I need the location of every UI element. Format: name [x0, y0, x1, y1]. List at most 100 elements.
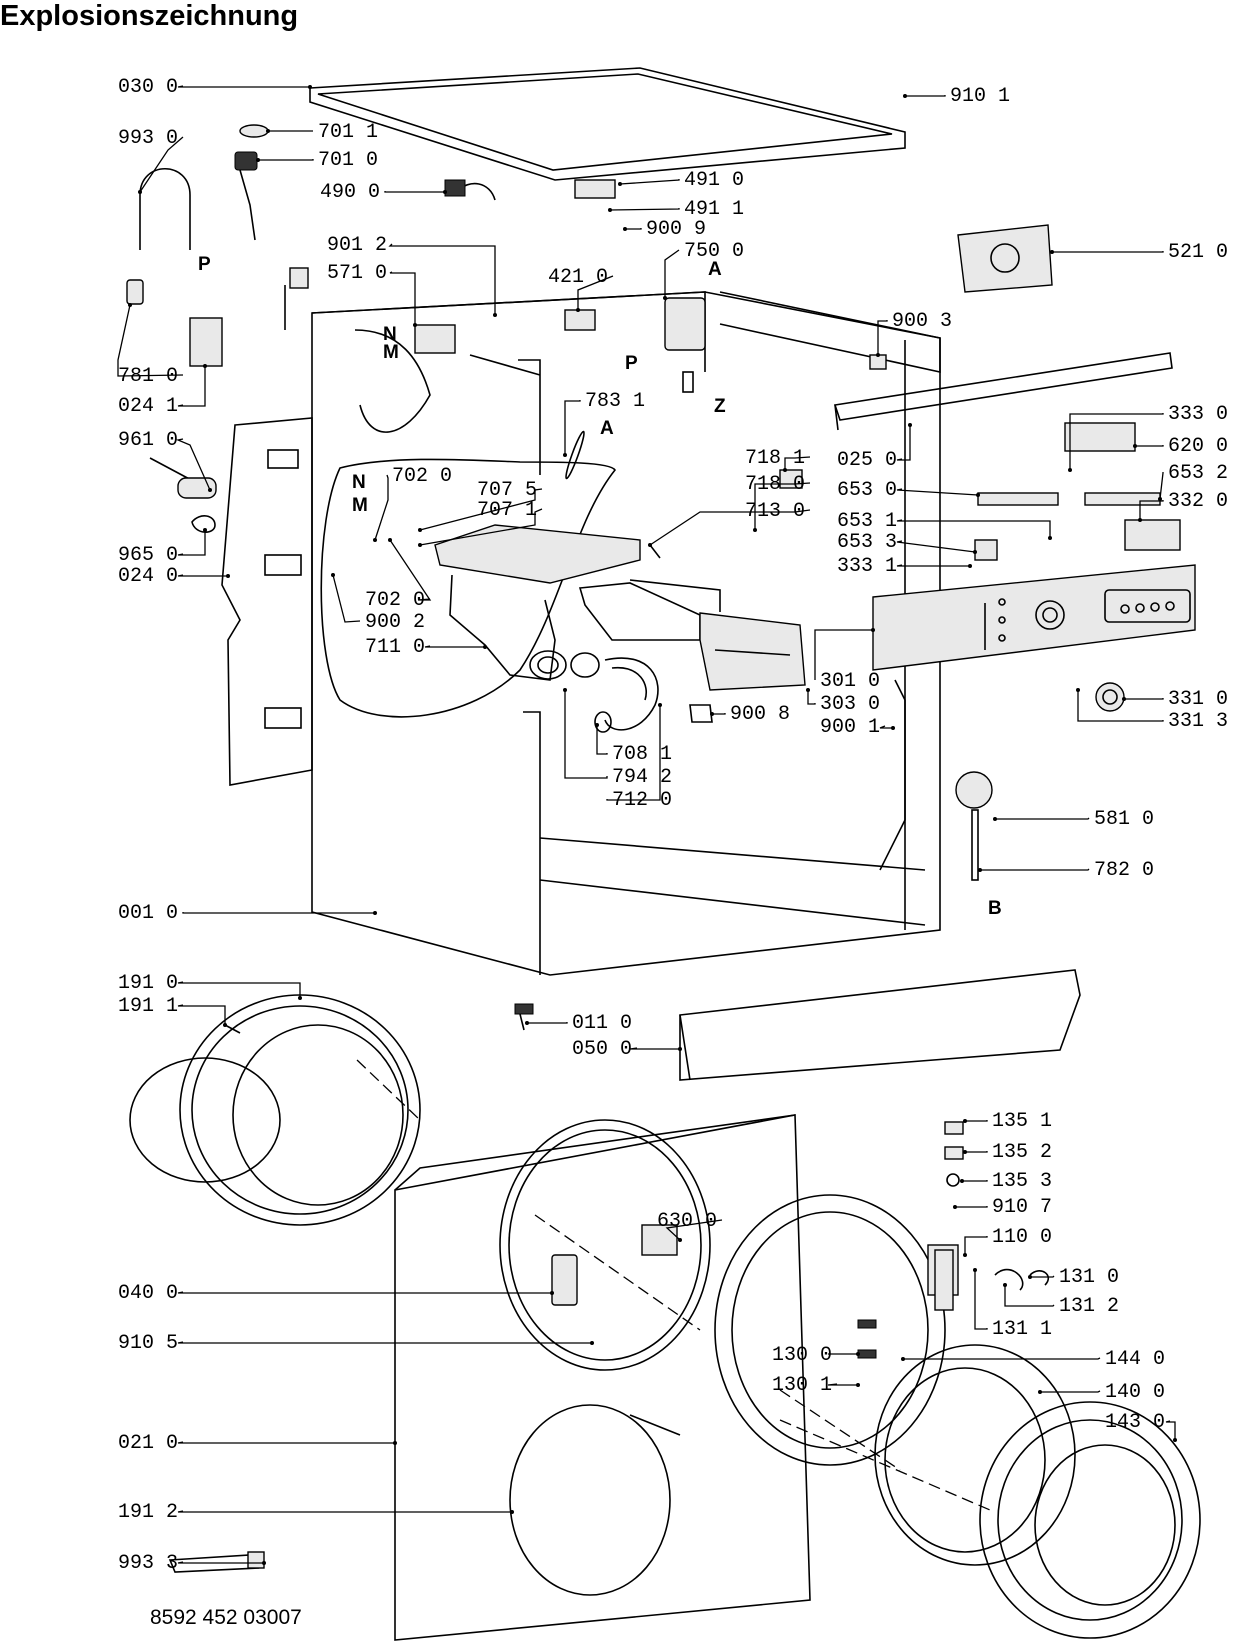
leader-arrow — [963, 1150, 967, 1154]
leader-line — [1139, 500, 1164, 520]
part-callout: 332 0 — [1138, 490, 1228, 522]
leader-line — [177, 85, 310, 88]
rear-panel — [221, 417, 313, 786]
connection-letter: A — [600, 418, 614, 439]
leader-arrow — [256, 158, 260, 162]
leader-line — [629, 1047, 680, 1050]
part-number-label: 191 2 — [118, 1501, 178, 1524]
door-hinge-parts — [934, 1121, 1050, 1311]
part-number-label: 708 1 — [612, 743, 672, 766]
part-callout: 021 0 — [118, 1432, 397, 1455]
part-number-label: 794 2 — [612, 766, 672, 789]
part-callout: 421 0 — [548, 266, 614, 312]
leader-arrow — [1038, 1390, 1042, 1394]
leader-arrow — [418, 528, 422, 532]
part-number-label: 191 1 — [118, 995, 178, 1018]
leader-arrow — [963, 1253, 967, 1257]
part-number-label: 040 0 — [118, 1282, 178, 1305]
leader-arrow — [203, 364, 207, 368]
part-number-label: 993 3 — [118, 1552, 178, 1575]
leader-arrow — [678, 1238, 682, 1242]
top-cover — [309, 67, 906, 181]
part-number-label: 135 2 — [992, 1141, 1052, 1164]
leader-arrow — [710, 712, 714, 716]
part-number-label: 521 0 — [1168, 241, 1228, 264]
leader-line — [896, 540, 976, 553]
part-callout: 131 1 — [973, 1268, 1052, 1341]
part-callout: 040 0 — [118, 1282, 554, 1305]
leader-line — [258, 159, 314, 161]
part-callout: 130 1 — [772, 1374, 860, 1397]
leader-arrow — [678, 1047, 682, 1051]
leader-arrow — [903, 94, 907, 98]
leader-line — [1124, 698, 1164, 700]
part-number-label: 653 0 — [837, 479, 897, 502]
part-number-label: 332 0 — [1168, 490, 1228, 513]
part-callout: 110 0 — [963, 1226, 1052, 1257]
part-number-label: 490 0 — [320, 181, 380, 204]
leader-line — [903, 1357, 1101, 1360]
part-callout: 701 0 — [256, 149, 378, 172]
part-number-label: 707 1 — [477, 499, 537, 522]
part-number-label: 301 0 — [820, 670, 880, 693]
part-number-label: 131 0 — [1059, 1266, 1119, 1289]
leader-line — [877, 320, 888, 355]
part-callout: 301 0 — [814, 628, 880, 693]
part-number-label: 718 0 — [745, 473, 805, 496]
leader-line — [177, 981, 301, 998]
connection-letter: Z — [714, 396, 726, 417]
leader-arrow — [226, 574, 230, 578]
part-callout: 140 0 — [1038, 1381, 1165, 1404]
leader-line — [896, 425, 911, 461]
dashed-axes — [356, 1059, 991, 1511]
leader-line — [177, 1291, 552, 1294]
part-callout: 900 2 — [331, 573, 425, 634]
part-number-label: 718 1 — [745, 447, 805, 470]
part-number-label: 783 1 — [585, 390, 645, 413]
leader-arrow — [418, 543, 422, 547]
leader-arrow — [208, 488, 212, 492]
leader-arrow — [595, 723, 599, 727]
part-callout: 782 0 — [978, 859, 1154, 882]
leader-arrow — [648, 543, 652, 547]
part-callout: 303 0 — [806, 688, 880, 716]
leader-arrow — [973, 550, 977, 554]
leader-arrow — [266, 129, 270, 133]
leader-line — [527, 1022, 568, 1024]
leader-line — [419, 508, 543, 546]
part-callout: 024 0 — [118, 565, 230, 588]
leader-arrow — [373, 538, 377, 542]
leader-arrow — [262, 1561, 266, 1565]
part-callout: 712 0 — [606, 703, 672, 812]
part-number-label: 993 0 — [118, 127, 178, 150]
part-callout: 333 1 — [837, 555, 972, 578]
part-number-label: 135 3 — [992, 1170, 1052, 1193]
part-callout: 708 1 — [595, 723, 672, 766]
leader-line — [1030, 1275, 1055, 1278]
part-number-label: 581 0 — [1094, 808, 1154, 831]
part-callout: 707 1 — [418, 499, 543, 547]
leader-line — [962, 1180, 988, 1182]
leader-arrow — [563, 688, 567, 692]
part-callout: 910 5 — [118, 1332, 594, 1355]
part-number-label: 130 0 — [772, 1344, 832, 1367]
leader-line — [1159, 472, 1164, 500]
leader-line — [577, 275, 614, 310]
part-number-label: 782 0 — [1094, 859, 1154, 882]
electronic-module — [957, 224, 1053, 293]
leader-line — [139, 136, 184, 193]
part-callout: 711 0 — [365, 636, 487, 659]
part-callout: 131 0 — [1028, 1266, 1119, 1289]
part-callout: 910 7 — [953, 1196, 1052, 1219]
part-number-label: 781 0 — [118, 365, 178, 388]
leader-arrow — [1003, 1283, 1007, 1287]
leader-arrow — [960, 1179, 964, 1183]
leader-line — [117, 304, 184, 377]
leader-line — [974, 1270, 988, 1330]
leader-arrow — [298, 996, 302, 1000]
leader-arrow — [388, 538, 392, 542]
part-callout: 707 5 — [418, 479, 543, 532]
leader-arrow — [908, 423, 912, 427]
part-callout: 653 1 — [837, 510, 1052, 540]
leader-line — [177, 574, 228, 577]
